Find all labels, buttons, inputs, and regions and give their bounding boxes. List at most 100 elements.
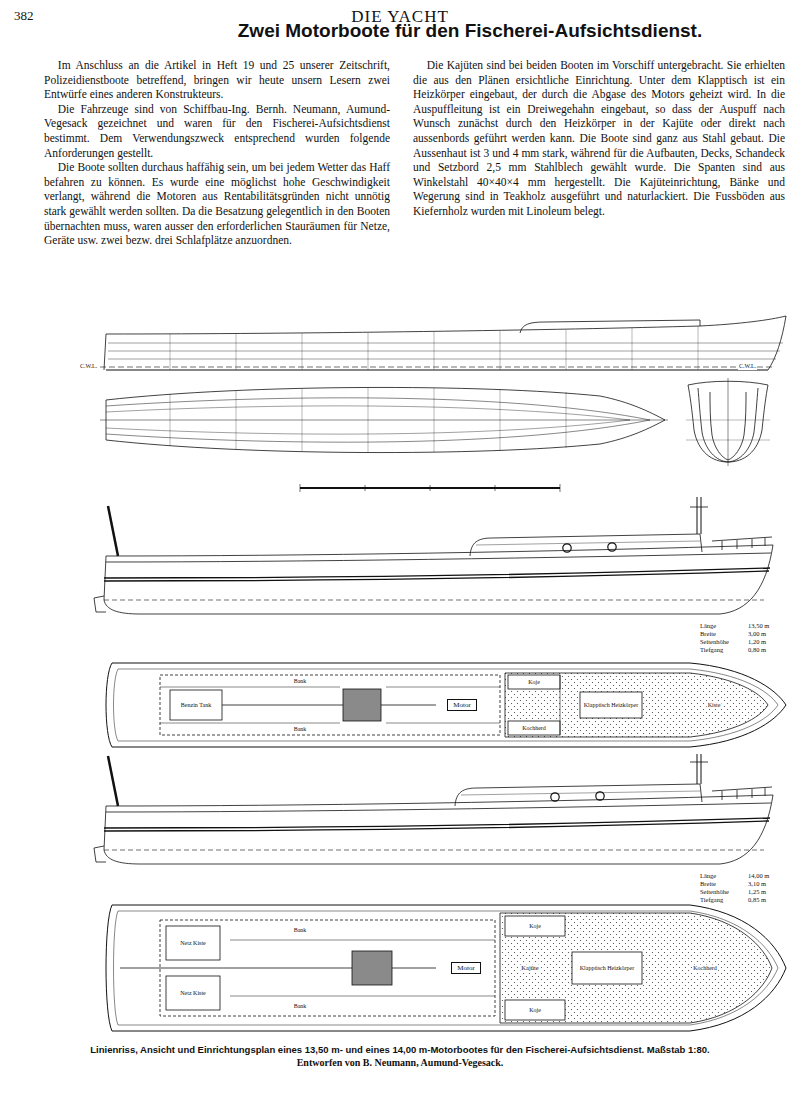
lines-plan-profile-part — [106, 369, 768, 370]
lines-plan-profile-part — [106, 316, 786, 334]
drawing-label: Seitenhöhe — [700, 888, 729, 895]
side-view-boat-1-part — [476, 541, 700, 545]
side-view-boat-1-part — [608, 543, 616, 551]
deck-plan-boat-1-part — [508, 721, 560, 735]
article-title: Zwei Motorboote für den Fischerei-Aufsic… — [150, 20, 790, 42]
drawing-label: Breite — [700, 630, 716, 637]
side-view-boat-2-part — [461, 791, 700, 795]
body-plan-part — [686, 420, 770, 440]
side-view-boat-2-part — [697, 754, 701, 784]
lines-plan-half-breadth-part — [106, 398, 650, 420]
side-view-boat-1-part — [697, 497, 701, 534]
deck-plan-boat-2-part — [505, 916, 565, 936]
lines-plan-profile-part — [108, 343, 783, 359]
drawing-label: Breite — [700, 880, 716, 887]
deck-plan-boat-1-part — [114, 669, 779, 741]
drawing-label: Netz Kiste — [167, 990, 219, 997]
drawing-label: Koje — [528, 1007, 542, 1014]
drawing-label: Tiefgang — [700, 896, 723, 903]
drawing-label: Bank — [293, 726, 308, 733]
body-plan-part — [710, 392, 728, 460]
drawing-label: 0,85 m — [748, 896, 766, 903]
lines-plan-profile-part — [520, 320, 700, 333]
body-plan-part — [728, 385, 768, 462]
body-paragraph: Die Fahrzeuge sind von Schiffbau-Ing. Be… — [44, 102, 390, 160]
text-column: Die Kajüten sind bei beiden Booten im Vo… — [413, 58, 785, 219]
deck-plan-boat-1-part — [505, 673, 768, 737]
running-head: DIE YACHT — [351, 7, 449, 27]
deck-plan-boat-1-part — [170, 690, 222, 720]
deck-plan-boat-2-part — [166, 976, 220, 1010]
side-view-boat-2-part — [94, 756, 773, 864]
drawing-label: 3,00 m — [748, 630, 766, 637]
side-view-boat-1-part — [94, 506, 773, 614]
side-view-boat-2-part — [596, 792, 604, 800]
side-view-boat-1-part — [563, 544, 571, 552]
deck-plan-boat-1-part — [343, 689, 381, 721]
scale-bar — [300, 484, 560, 492]
lines-plan-half-breadth-part — [106, 420, 650, 442]
side-view-boat-1 — [94, 497, 773, 614]
drawing-label: Kiste — [707, 702, 722, 709]
side-view-boat-1-part — [470, 534, 702, 556]
text-column: Im Anschluss an die Artikel in Heft 19 u… — [44, 58, 390, 248]
drawing-label: Koje — [527, 679, 541, 686]
drawing-label: 13,50 m — [748, 622, 769, 629]
body-plan-part — [728, 388, 758, 462]
drawing-label: Bank — [293, 927, 308, 934]
lines-plan-half-breadth-part — [170, 388, 566, 452]
side-view-boat-2-part — [455, 784, 702, 806]
lines-plan-half-breadth-part — [100, 420, 668, 421]
drawing-label: Koje — [528, 923, 542, 930]
drawing-label: Klapptisch Heizkörper — [573, 965, 641, 972]
deck-plan-boat-1-part — [160, 687, 500, 723]
deck-plan-boat-2-part — [106, 905, 786, 1031]
engine-label: Motor — [453, 701, 471, 709]
drawing-label: 1,25 m — [748, 888, 766, 895]
deck-plan-boat-1-part — [160, 675, 500, 735]
deck-plan-boat-2-part — [166, 926, 220, 960]
lines-plan-profile-part — [170, 326, 698, 370]
body-plan-part — [728, 378, 729, 466]
lines-plan-half-breadth — [100, 387, 668, 452]
deck-plan-boat-1-part — [580, 692, 642, 718]
deck-plan-boat-1-part — [508, 675, 560, 689]
drawing-label: Kochherd — [521, 725, 547, 732]
drawing-label: Tiefgang — [700, 646, 723, 653]
deck-plan-boat-1-part — [106, 663, 786, 747]
engine-label: Motor — [457, 964, 475, 972]
deck-plan-boat-2 — [106, 905, 786, 1031]
body-plan-part — [688, 385, 728, 462]
drawing-label: Kochherd — [692, 965, 718, 972]
deck-plan-boat-2-part — [505, 1000, 565, 1020]
drawing-label: Kajüte — [520, 964, 539, 971]
drawing-label: Länge — [700, 872, 716, 879]
deck-plan-boat-2-part — [572, 952, 642, 984]
side-view-boat-2-part — [551, 793, 559, 801]
drawing-label: 1,20 m — [748, 638, 766, 645]
deck-plan-boat-2-part — [352, 951, 392, 985]
body-plan — [686, 378, 770, 466]
deck-plan-boat-2-part — [120, 968, 436, 969]
side-view-boat-1-part — [690, 507, 708, 508]
figure-caption: Linienriss, Ansicht und Einrichtungsplan… — [28, 1044, 772, 1056]
lines-plan-half-breadth-part — [106, 387, 665, 452]
deck-plan-boat-2-part — [114, 911, 779, 1025]
drawing-label: Klapptisch Heizkörper — [581, 702, 641, 709]
drawing-label: 0,80 m — [748, 646, 766, 653]
deck-plan-boat-1-part — [222, 705, 436, 706]
body-plan-part — [688, 381, 768, 385]
body-paragraph: Die Kajüten sind bei beiden Booten im Vo… — [413, 58, 785, 219]
engine-box: Motor — [447, 699, 477, 711]
lines-plan-profile-part — [104, 334, 106, 370]
body-plan-part — [698, 388, 728, 462]
body-plan-part — [728, 392, 746, 460]
drawing-label: Bank — [293, 678, 308, 685]
drawing-label: Seitenhöhe — [700, 638, 729, 645]
drawing-label: Benzin Tank — [171, 702, 221, 709]
caption-box: Linienriss, Ansicht und Einrichtungsplan… — [28, 1044, 772, 1069]
drawing-label: 3,10 m — [748, 880, 766, 887]
page-number: 382 — [14, 9, 34, 24]
lines-plan-profile-part — [100, 367, 772, 368]
lines-plan-profile — [100, 316, 786, 370]
